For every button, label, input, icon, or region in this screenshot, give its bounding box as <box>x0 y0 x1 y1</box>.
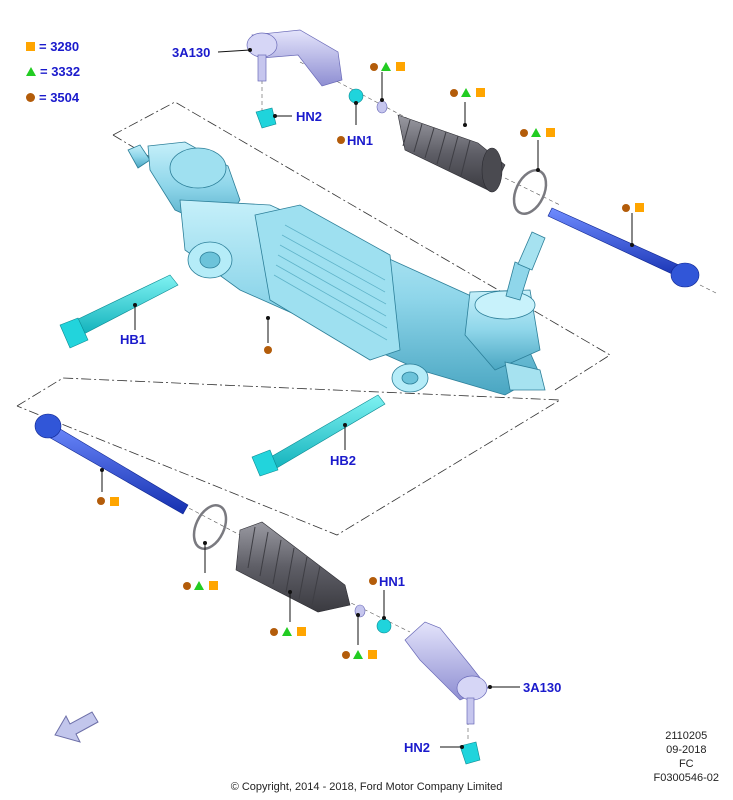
leader-lines <box>101 49 633 748</box>
legend-label: = 3280 <box>39 38 80 54</box>
assembly-outline-lower <box>16 377 562 536</box>
callout-3a130-bottom: 3A130 <box>523 680 562 695</box>
triangle-icon <box>26 66 36 76</box>
symbol-markers <box>97 62 644 659</box>
figure-date: 09-2018 <box>666 744 707 756</box>
legend-label: = 3504 <box>39 89 80 105</box>
legend-item-3504: = 3504 <box>26 88 79 106</box>
copyright-notice: © Copyright, 2014 - 2018, Ford Motor Com… <box>230 781 503 793</box>
inner-tie-rod-bottom <box>34 413 189 515</box>
figure-region: FC <box>678 758 694 770</box>
tie-rod-end-top <box>246 29 343 87</box>
callout-hb1: HB1 <box>120 332 147 347</box>
callout-hb2: HB2 <box>330 453 357 468</box>
square-icon <box>26 41 35 51</box>
nut-hn1-top <box>348 88 388 114</box>
nut-hn2-top <box>255 107 277 129</box>
clamp-top <box>512 169 548 215</box>
callout-3a130-top: 3A130 <box>172 45 211 60</box>
figure-id: F0300546-02 <box>653 772 719 784</box>
inner-tie-rod-top <box>547 207 700 288</box>
figure-meta: 2110205 09-2018 FC F0300546-02 <box>654 730 719 784</box>
callout-hn2-top: HN2 <box>296 109 323 124</box>
legend-item-3332: = 3332 <box>26 62 80 80</box>
figure-code: 2110205 <box>665 730 708 742</box>
callout-hn2-bottom: HN2 <box>404 740 431 755</box>
steering-gear-housing <box>127 141 546 396</box>
direction-arrow-icon <box>54 711 99 743</box>
tie-rod-end-bottom <box>404 621 489 725</box>
circle-icon <box>26 92 35 102</box>
legend-item-3280: = 3280 <box>26 37 79 55</box>
bolt-hb1 <box>59 274 179 349</box>
legend-label: = 3332 <box>40 63 81 79</box>
bolt-hb2 <box>251 394 386 477</box>
nut-hn2-bottom <box>459 741 481 765</box>
leader-dots <box>100 48 634 749</box>
clamp-bottom <box>192 504 228 550</box>
boot-top <box>397 114 506 193</box>
boot-bottom <box>235 521 351 613</box>
callout-hn1-top: HN1 <box>347 133 374 148</box>
callout-hn1-bottom: HN1 <box>379 574 406 589</box>
